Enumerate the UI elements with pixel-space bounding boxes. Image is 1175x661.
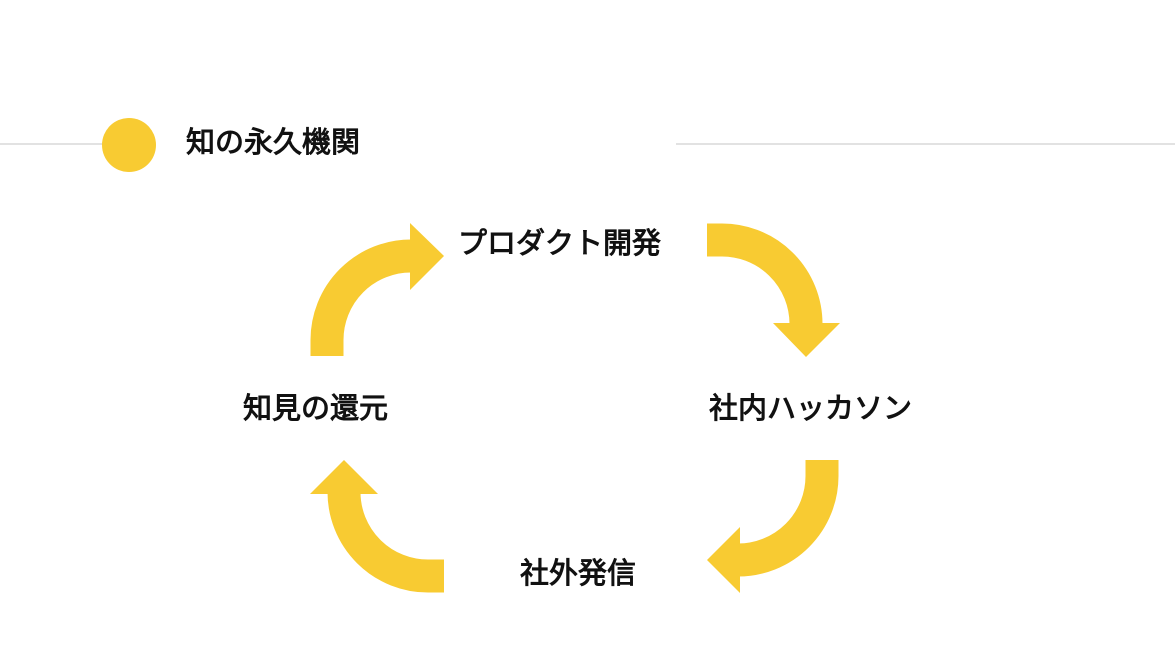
arrow-top-left-arc [310,239,413,356]
arrow-bottom-right-head [707,527,740,593]
cycle-node-external-outreach: 社外発信 [520,556,637,590]
section-title: 知の永久機関 [186,125,361,159]
arrow-bottom-right [707,460,839,593]
header-divider-left [0,143,110,145]
arrow-top-right [707,223,840,357]
header-bullet-dot [102,118,156,172]
cycle-node-knowledge-feedback: 知見の還元 [243,391,389,425]
arrow-top-right-arc [707,223,823,326]
header-divider-right [676,143,1175,145]
cycle-node-internal-hackathon: 社内ハッカソン [709,391,913,425]
arrow-top-left [310,223,444,356]
cycle-node-product-development: プロダクト開発 [458,226,662,260]
arrow-bottom-left [310,460,444,593]
arrow-top-right-head [773,323,840,357]
arrow-bottom-left-head [310,460,378,494]
arrow-bottom-right-arc [736,460,839,577]
arrow-bottom-left-arc [327,490,444,593]
arrow-top-left-head [410,223,444,290]
